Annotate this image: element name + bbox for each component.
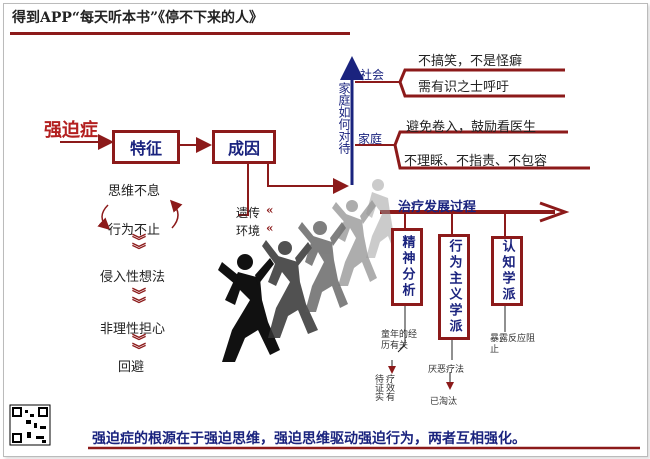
school-node: 认知学派 xyxy=(491,236,523,306)
chevron-down-icon: ︾︾ xyxy=(132,234,146,259)
school-note: 暴露反应阻止 xyxy=(490,334,536,355)
features-label: 特征 xyxy=(129,139,162,158)
feature-item: 思维不息 xyxy=(108,184,161,199)
cause-item: 遗传 xyxy=(236,206,261,220)
school-label: 行为主义学派 xyxy=(446,239,462,335)
school-note: 厌恶疗法 xyxy=(428,365,465,375)
feature-item: 回避 xyxy=(118,360,145,375)
page-title: 得到APP“每天听本书”《停不下来的人》 xyxy=(12,10,264,26)
feature-item: 侵入性想法 xyxy=(100,270,166,285)
feature-item: 行为不止 xyxy=(108,223,161,238)
title-underline xyxy=(10,32,350,35)
family-item: 不理睬、不指责、不包容 xyxy=(404,154,548,169)
chevron-down-icon: ︾︾ xyxy=(132,288,146,313)
school-node: 行为主义学派 xyxy=(438,234,470,340)
family-label: 家庭 xyxy=(358,132,383,146)
school-result: 已淘汰 xyxy=(430,397,458,407)
school-node: 精神分析 xyxy=(391,228,423,306)
features-node: 特征 xyxy=(112,130,180,164)
chevron-down-icon: ︾︾ xyxy=(132,334,146,359)
society-label: 社会 xyxy=(360,68,385,82)
qr-code-icon xyxy=(9,404,51,446)
summary-text: 强迫症的根源在于强迫思维，强迫思维驱动强迫行为，两者互相强化。 xyxy=(92,431,526,447)
family-response-label: 家庭如何对待 xyxy=(337,82,351,154)
school-note: 童年的经历有关 xyxy=(381,330,418,351)
treatment-label: 治疗发展过程 xyxy=(398,200,477,215)
family-item: 避免卷入，鼓励看医生 xyxy=(406,120,537,135)
cause-item: 环境 xyxy=(236,224,261,238)
causes-node: 成因 xyxy=(212,130,276,164)
school-result: 疗效有待证实 xyxy=(373,374,394,401)
chevron-left-icon: « xyxy=(266,203,274,217)
causes-label: 成因 xyxy=(227,139,260,158)
feature-item: 非理性担心 xyxy=(100,322,166,337)
society-item: 需有识之士呼吁 xyxy=(418,80,510,95)
school-label: 精神分析 xyxy=(399,235,415,299)
chevron-left-icon: « xyxy=(266,221,274,235)
society-item: 不搞笑，不是怪癖 xyxy=(418,54,523,69)
school-label: 认知学派 xyxy=(499,239,515,303)
dancer-silhouette xyxy=(218,254,280,362)
root-topic: 强迫症 xyxy=(44,120,98,141)
